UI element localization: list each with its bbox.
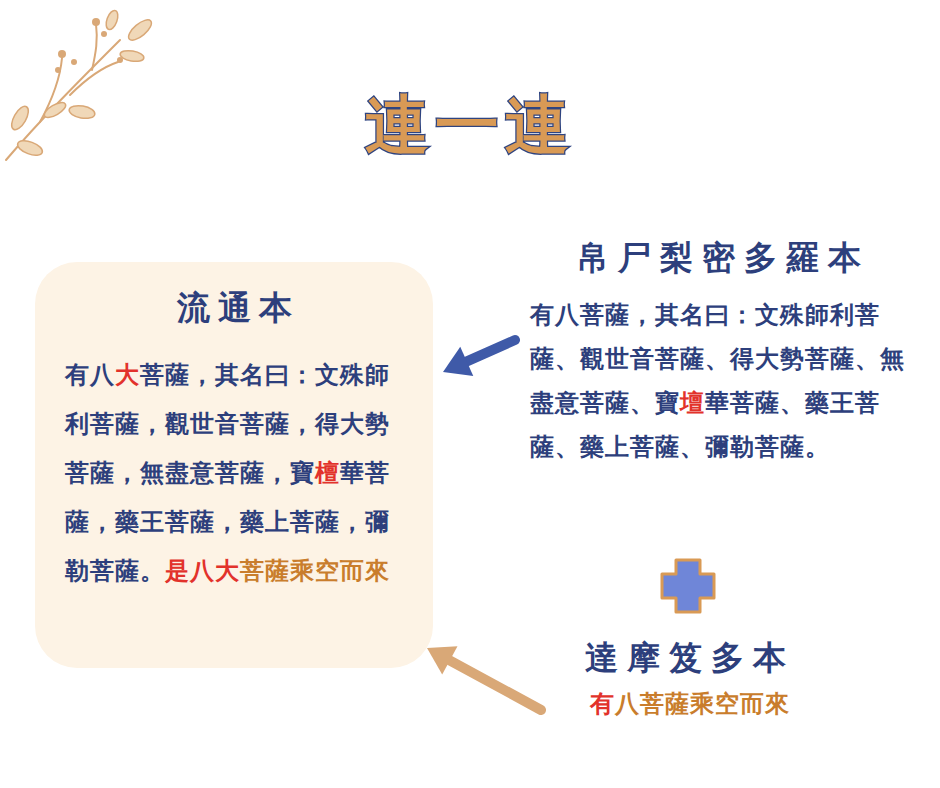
text-group: 帛尸梨密多羅本有八菩薩，其名曰：文殊師利菩薩、觀世音菩薩、得大勢菩薩、無盡意菩薩… <box>515 236 915 469</box>
heading: 達摩笈多本 <box>545 636 835 681</box>
body-text: 有八菩薩，其名曰：文殊師利菩薩、觀世音菩薩、得大勢菩薩、無盡意菩薩、寶壇華菩薩、… <box>530 293 912 469</box>
heading: 流通本 <box>65 286 411 331</box>
heading: 帛尸梨密多羅本 <box>530 236 915 281</box>
text-panel: 流通本有八大菩薩，其名曰：文殊師利菩薩，觀世音菩薩，得大勢菩薩，無盡意菩薩，寶檀… <box>35 262 433 668</box>
arrow-connector <box>427 646 541 710</box>
arrow-connector <box>443 340 515 376</box>
title: 連一連 <box>0 82 940 169</box>
body-text: 有八大菩薩，其名曰：文殊師利菩薩，觀世音菩薩，得大勢菩薩，無盡意菩薩，寶檀華菩薩… <box>65 351 411 596</box>
body-text: 有八菩薩乘空而來 <box>545 687 835 721</box>
text-group: 達摩笈多本有八菩薩乘空而來 <box>545 636 835 721</box>
